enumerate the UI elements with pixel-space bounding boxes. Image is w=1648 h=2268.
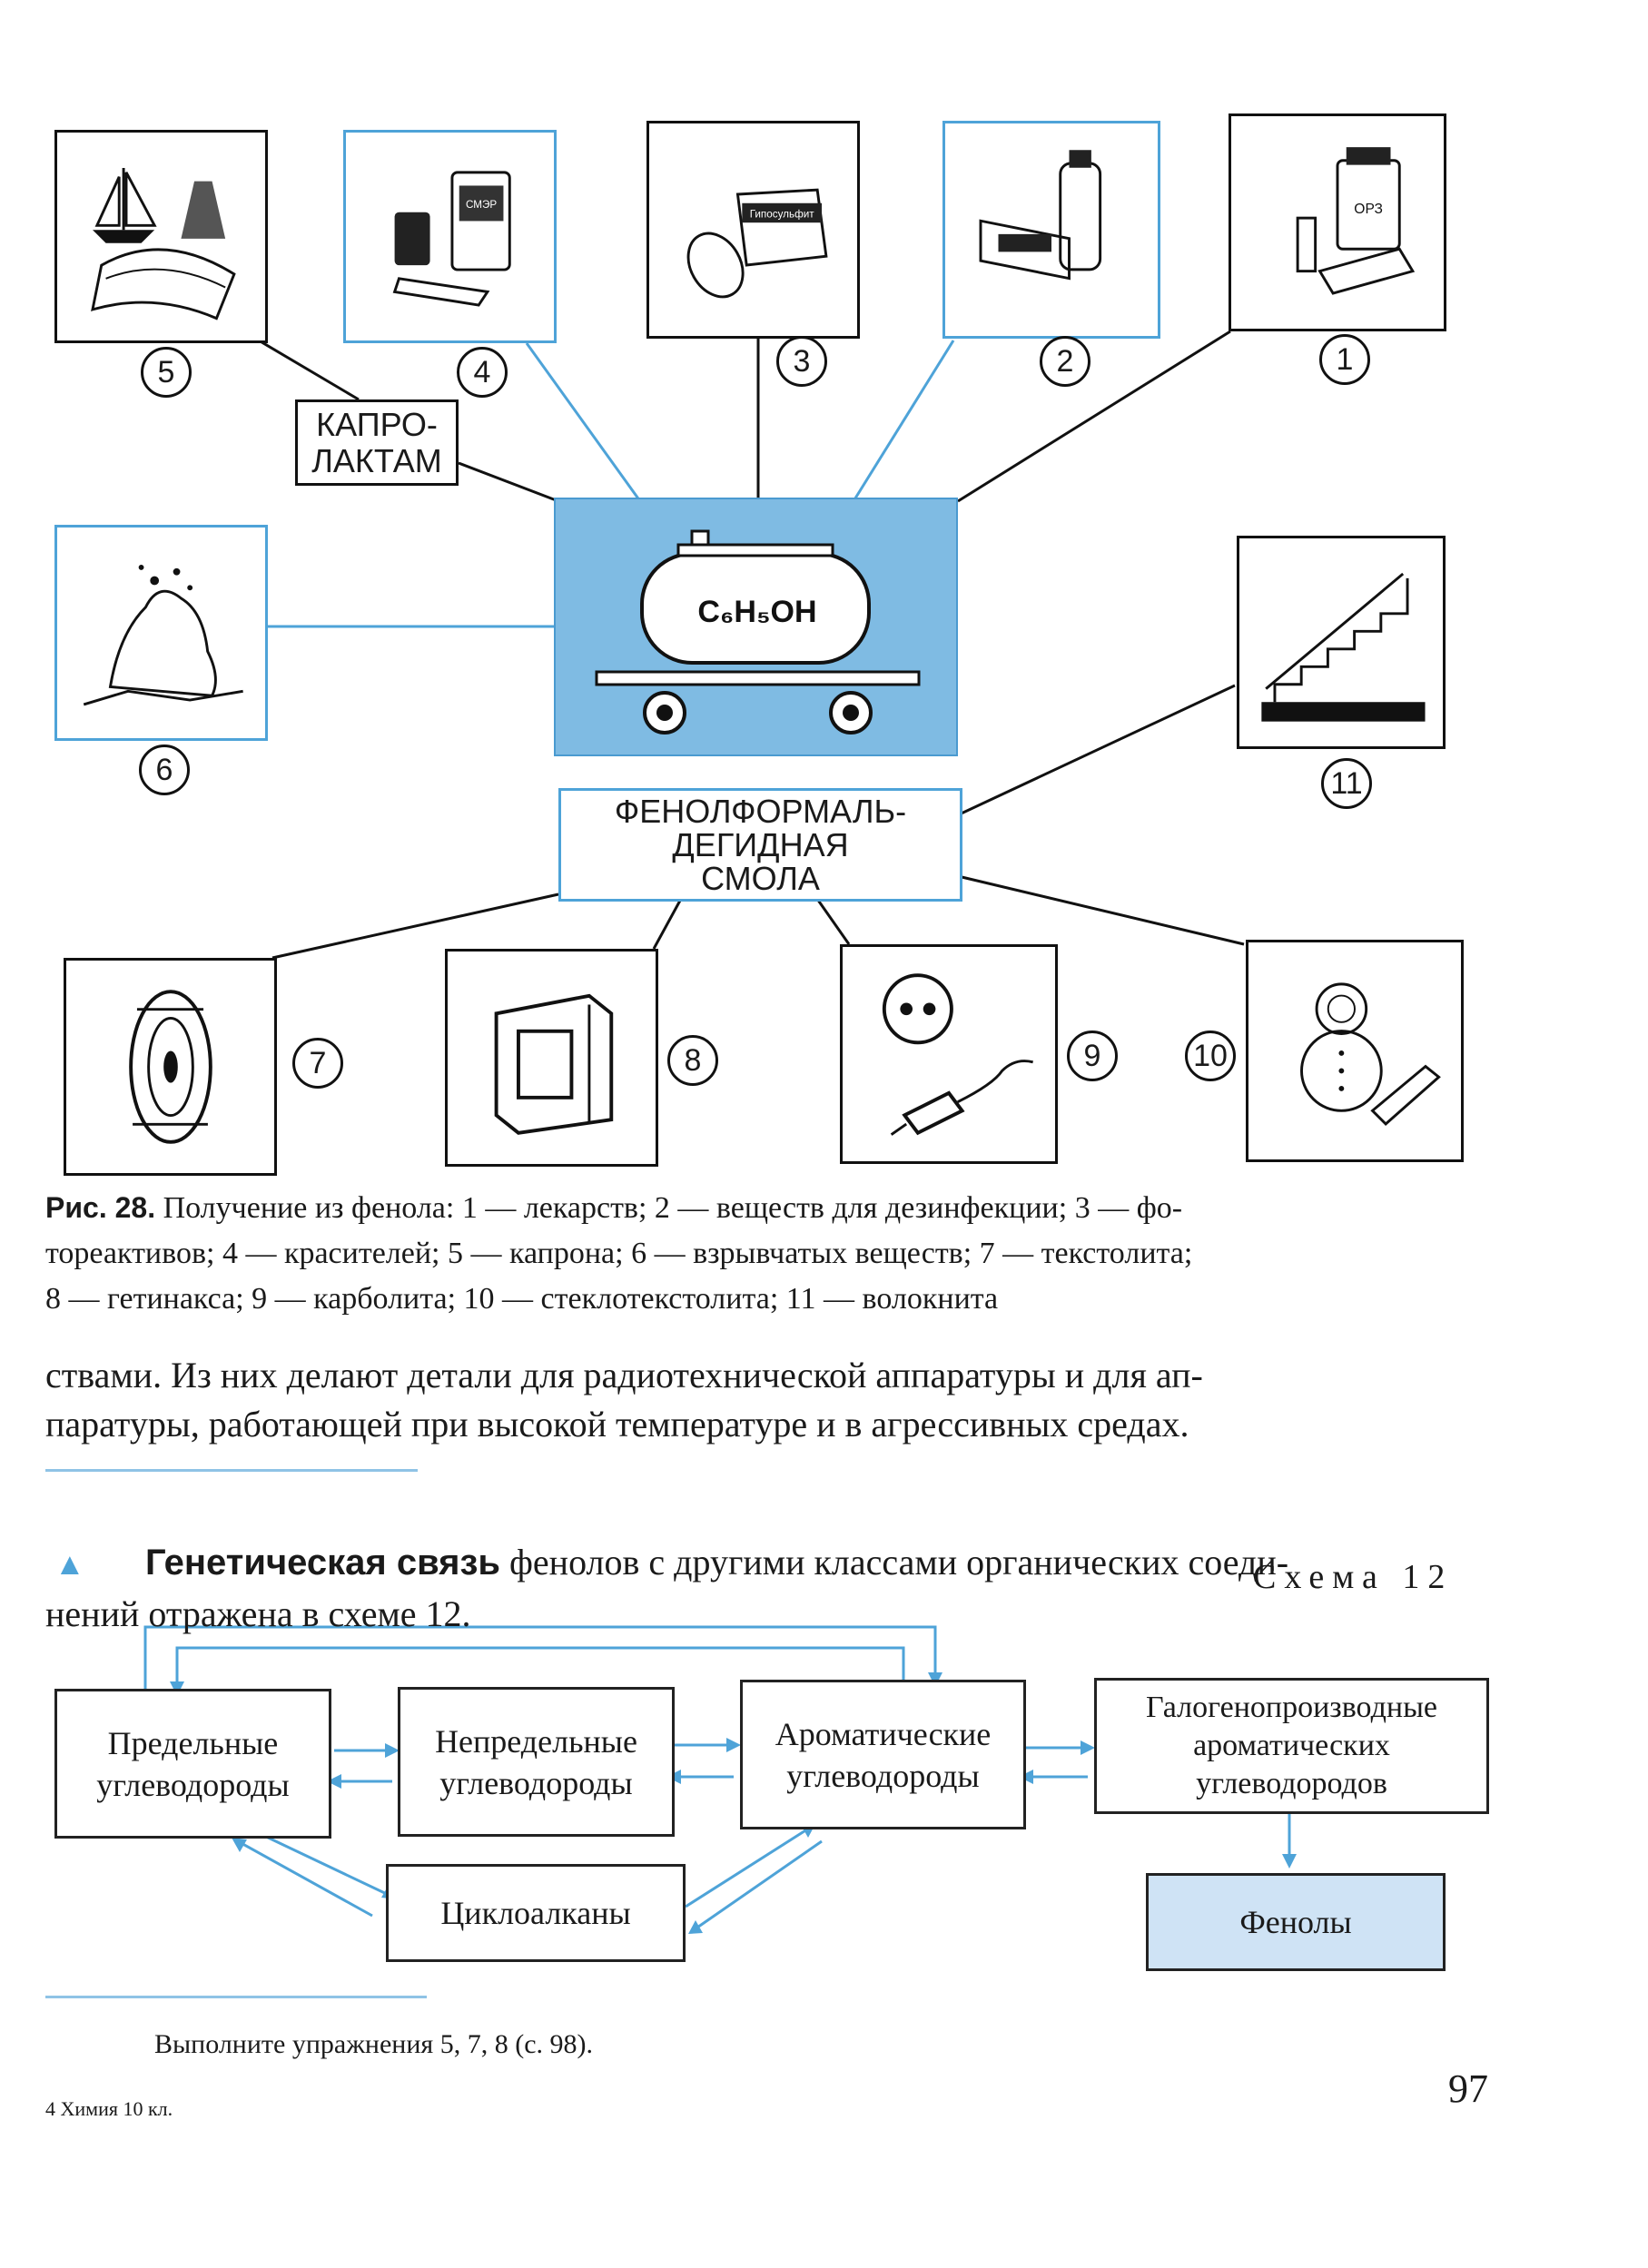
picture-3-photoreagents: Гипосульфит bbox=[646, 121, 860, 339]
package-4-text: СМЭР bbox=[466, 199, 497, 211]
number-circle-8: 8 bbox=[667, 1035, 718, 1086]
scheme-box-phenols: Фенолы bbox=[1146, 1873, 1446, 1971]
phenol-formaldehyde-resin-label: ФЕНОЛФОРМАЛЬ- ДЕГИДНАЯ СМОЛА bbox=[558, 788, 962, 902]
picture-11-fiber-staircase bbox=[1237, 536, 1446, 749]
number-circle-5: 5 bbox=[141, 347, 192, 398]
number-circle-7: 7 bbox=[292, 1038, 343, 1089]
picture-6-explosives bbox=[54, 525, 268, 741]
figure-caption: Рис. 28. Получение из фенола: 1 — лекарс… bbox=[45, 1185, 1489, 1322]
number-circle-4: 4 bbox=[457, 347, 508, 398]
scheme-title: Схема 12 bbox=[1253, 1558, 1454, 1596]
scheme-box-halogen-derivatives: Галогенопроизводные ароматических углево… bbox=[1094, 1678, 1489, 1814]
paragraph-2-bold: Генетическая связь bbox=[145, 1543, 500, 1583]
caption-label: Рис. 28. bbox=[45, 1191, 156, 1224]
package-3-text: Гипосульфит bbox=[750, 208, 815, 220]
bottle-1-text: ОРЗ bbox=[1354, 202, 1383, 217]
number-circle-11: 11 bbox=[1321, 758, 1372, 809]
caption-text: Получение из фенола: 1 — лекарств; 2 — в… bbox=[45, 1191, 1193, 1316]
picture-2-disinfectants bbox=[942, 121, 1160, 339]
exercise-instruction: Выполните упражнения 5, 7, 8 (с. 98). bbox=[154, 2029, 594, 2059]
number-circle-6: 6 bbox=[139, 744, 190, 795]
number-circle-1: 1 bbox=[1319, 334, 1370, 385]
number-circle-9: 9 bbox=[1067, 1030, 1118, 1081]
scheme-box-unsaturated-hydrocarbons: Непредельные углеводороды bbox=[398, 1687, 675, 1837]
footer-signature: 4 Химия 10 кл. bbox=[45, 2097, 173, 2120]
scheme-box-aromatic-hydrocarbons: Ароматические углеводороды bbox=[740, 1680, 1026, 1829]
picture-4-dyes: СМЭР bbox=[343, 130, 557, 343]
picture-9-carbolite bbox=[840, 944, 1058, 1164]
caprolactam-label: КАПРО- ЛАКТАМ bbox=[295, 399, 459, 486]
triangle-marker-icon: ▲ bbox=[54, 1548, 85, 1582]
picture-5-caprone-textile bbox=[54, 130, 268, 343]
section-rule-bottom bbox=[45, 1996, 427, 1998]
tank-formula: C₆H₅OH bbox=[697, 595, 816, 629]
paragraph-2: ▲ Генетическая связь фенолов с другими кл… bbox=[45, 1489, 1489, 1639]
number-circle-10: 10 bbox=[1185, 1030, 1236, 1081]
number-circle-3: 3 bbox=[776, 336, 827, 387]
picture-8-getinax bbox=[445, 949, 658, 1167]
scheme-box-cycloalkanes: Циклоалканы bbox=[386, 1864, 686, 1962]
paragraph-2-rest: фенолов с другими классами органических … bbox=[45, 1542, 1289, 1634]
page-number: 97 bbox=[1448, 2066, 1488, 2111]
phenol-tank-panel: C₆H₅OH bbox=[554, 498, 958, 756]
picture-10-fiberglass bbox=[1246, 940, 1464, 1162]
number-circle-2: 2 bbox=[1040, 336, 1090, 387]
paragraph-1: ствами. Из них делают детали для радиоте… bbox=[45, 1355, 1203, 1445]
section-rule-top bbox=[45, 1469, 418, 1472]
picture-7-textolite bbox=[64, 958, 277, 1176]
scheme-box-saturated-hydrocarbons: Предельные углеводороды bbox=[54, 1689, 331, 1839]
picture-1-medicines: ОРЗ bbox=[1229, 113, 1446, 331]
